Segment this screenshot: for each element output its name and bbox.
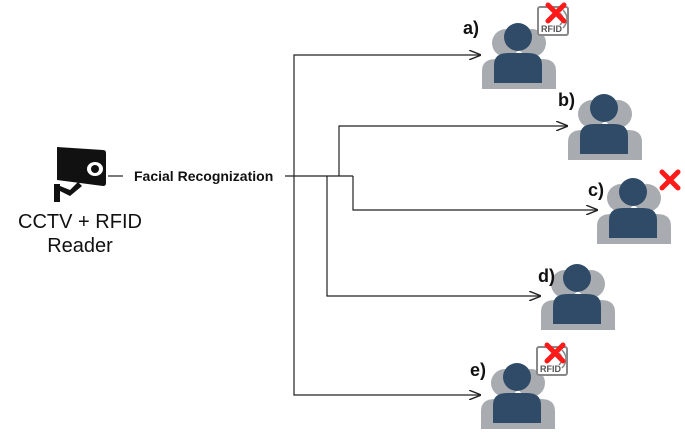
person-front-icon	[493, 363, 541, 423]
source-name-line2: Reader	[47, 235, 113, 257]
case-label-a: a)	[463, 18, 480, 38]
reject-x-icon	[659, 169, 681, 191]
arrow-to-case-d	[326, 176, 540, 296]
arrow-to-case-c	[352, 176, 597, 210]
arrow-to-case-a	[293, 55, 480, 176]
person-groups: RFID RFID	[481, 2, 681, 429]
person-group-b	[568, 94, 642, 160]
rfid-tag-text: RFID	[540, 364, 561, 374]
case-label-b: b)	[558, 90, 575, 110]
person-front-icon	[494, 23, 542, 83]
person-group-e: RFID	[481, 342, 568, 429]
person-group-c	[597, 169, 681, 244]
person-front-icon	[609, 178, 657, 238]
cctv-camera-icon	[54, 147, 106, 202]
source-name-line1: CCTV + RFID	[18, 211, 142, 233]
facial-recognition-label: Facial Recognization	[134, 168, 274, 184]
case-label-d: d)	[538, 266, 555, 286]
person-front-icon	[580, 94, 628, 154]
connector-lines	[108, 55, 597, 395]
person-group-d	[541, 264, 615, 330]
reject-x-icon	[545, 2, 567, 24]
case-label-e: e)	[470, 360, 487, 380]
arrow-to-case-e	[293, 176, 480, 395]
person-front-icon	[553, 264, 601, 324]
case-label-c: c)	[588, 180, 605, 200]
rfid-tag-text: RFID	[541, 24, 562, 34]
person-group-a: RFID	[482, 2, 569, 89]
reject-x-icon	[544, 342, 566, 364]
arrow-to-case-b	[338, 126, 567, 176]
